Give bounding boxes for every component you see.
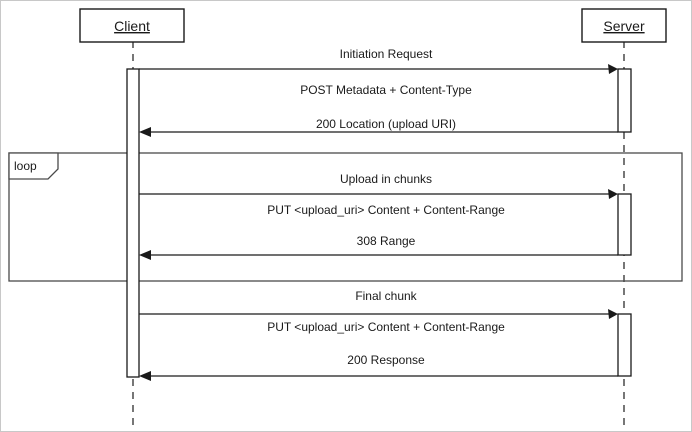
activation-bar-server-initiation — [617, 68, 632, 133]
lifeline-box-server — [581, 8, 667, 43]
loop-fragment-box — [8, 152, 683, 282]
lifeline-lines — [132, 41, 625, 425]
message-post-metadata — [139, 64, 618, 74]
message-308-range — [139, 250, 618, 260]
activation-bar-server-final — [617, 313, 632, 377]
lifeline-header-server: Server — [581, 8, 667, 43]
arrowhead-200-location — [139, 127, 151, 137]
loop-fragment-tab — [8, 152, 59, 180]
activation-bars — [126, 68, 632, 378]
lifeline-header-client: Client — [79, 8, 185, 43]
arrowhead-post-metadata — [608, 64, 618, 74]
message-label-put-final-chunk: PUT <upload_uri> Content + Content-Range — [267, 320, 505, 334]
activation-bar-server-chunk — [617, 193, 632, 256]
message-label-put-chunk: PUT <upload_uri> Content + Content-Range — [267, 203, 505, 217]
lifeline-label-server: Server — [603, 18, 645, 34]
activation-bar-client — [126, 68, 140, 378]
loop-fragment-label: loop — [14, 159, 37, 173]
arrowhead-put-final-chunk — [608, 309, 618, 319]
message-label-upload-in-chunks: Upload in chunks — [340, 172, 432, 186]
message-label-post-metadata: POST Metadata + Content-Type — [300, 83, 472, 97]
lifeline-box-client — [79, 8, 185, 43]
arrowhead-200-response — [139, 371, 151, 381]
message-label-200-location: 200 Location (upload URI) — [316, 117, 456, 131]
loop-fragment: loop — [8, 152, 683, 282]
message-put-chunk — [139, 189, 618, 199]
arrowhead-308-range — [139, 250, 151, 260]
message-label-308-range: 308 Range — [357, 234, 416, 248]
message-200-location — [139, 127, 618, 137]
message-label-final-chunk: Final chunk — [355, 289, 417, 303]
message-200-response — [139, 371, 618, 381]
message-label-200-response: 200 Response — [347, 353, 425, 367]
lifeline-label-client: Client — [114, 18, 150, 34]
message-label-initiation-request: Initiation Request — [340, 47, 433, 61]
arrowhead-put-chunk — [608, 189, 618, 199]
message-put-final-chunk — [139, 309, 618, 319]
